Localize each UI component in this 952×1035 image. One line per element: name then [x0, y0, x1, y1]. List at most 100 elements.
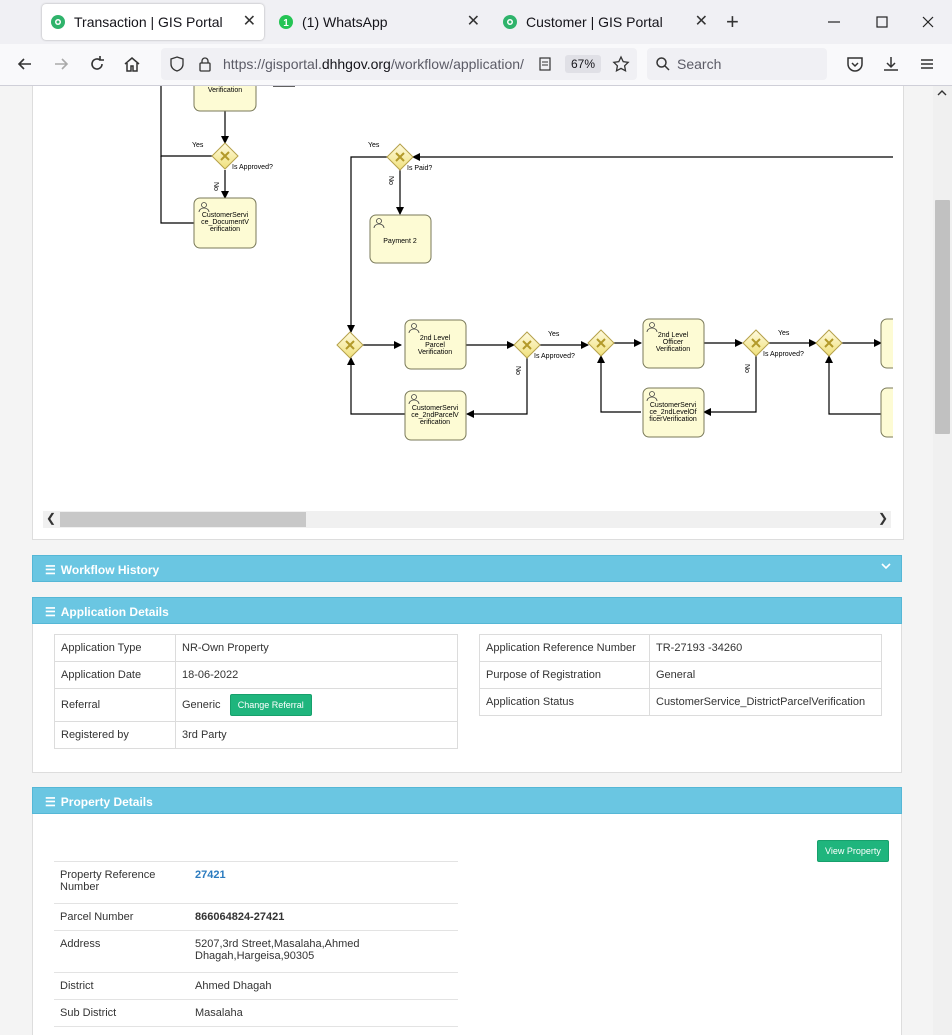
- no-label: No: [514, 366, 521, 375]
- no-label: No: [387, 176, 394, 185]
- tab-transaction[interactable]: Transaction | GIS Portal ✕: [42, 4, 264, 40]
- search-icon: [656, 57, 670, 71]
- menu-icon[interactable]: [917, 54, 937, 74]
- change-referral-button[interactable]: Change Referral: [229, 694, 312, 716]
- shield-icon[interactable]: [169, 56, 185, 72]
- workflow-history-title: Workflow History: [60, 563, 160, 577]
- row-label: Registered by: [54, 721, 176, 749]
- row-value: 5207,3rd Street,Masalaha,Ahmed Dhagah,Ha…: [189, 930, 458, 973]
- row-label: Purpose of Registration: [479, 661, 650, 689]
- row-value: General: [649, 661, 882, 689]
- row-label: Application Type: [54, 634, 176, 662]
- task-cs-2nd-parcel-label-3: erification: [420, 419, 450, 426]
- row-value: Generic: [182, 699, 221, 711]
- new-tab-icon[interactable]: +: [726, 9, 739, 34]
- forward-arrow-icon[interactable]: [51, 54, 71, 74]
- gis-portal-favicon-icon: [51, 15, 65, 29]
- close-window-icon[interactable]: [918, 12, 938, 32]
- view-property-button[interactable]: View Property: [817, 840, 889, 862]
- back-arrow-icon[interactable]: [15, 54, 35, 74]
- row-value: 866064824-27421: [189, 903, 458, 931]
- tab-bar: Transaction | GIS Portal ✕ 1 (1) WhatsAp…: [0, 0, 952, 44]
- row-label: District: [54, 972, 189, 1000]
- scroll-left-icon[interactable]: ❮: [46, 511, 57, 525]
- search-box[interactable]: Search: [647, 48, 827, 80]
- tab-whatsapp[interactable]: 1 (1) WhatsApp ✕: [270, 4, 488, 40]
- reader-view-icon[interactable]: [537, 56, 553, 72]
- maximize-icon[interactable]: [872, 12, 892, 32]
- home-icon[interactable]: [122, 54, 142, 74]
- application-details-title: Application Details: [60, 605, 169, 619]
- zoom-level[interactable]: 67%: [565, 55, 602, 73]
- row-label: Application Reference Number: [479, 634, 650, 662]
- row-label: Application Status: [479, 688, 650, 716]
- lock-icon[interactable]: [197, 56, 213, 72]
- minimize-icon[interactable]: [824, 12, 844, 32]
- search-placeholder: Search: [677, 56, 722, 72]
- yes-label: Yes: [548, 331, 560, 338]
- downloads-icon[interactable]: [881, 54, 901, 74]
- diagram-horizontal-scrollbar[interactable]: ❮ ❯: [43, 511, 891, 528]
- tab-customer[interactable]: Customer | GIS Portal ✕: [494, 4, 716, 40]
- vertical-scroll-thumb[interactable]: [935, 200, 950, 434]
- row-label: Application Date: [54, 661, 176, 689]
- list-icon: ☰: [45, 795, 56, 809]
- task-2nd-level-parcel-label-3: Verification: [418, 349, 452, 356]
- row-label: Referral: [54, 688, 176, 722]
- no-label: No: [743, 364, 750, 373]
- scroll-up-icon[interactable]: [937, 88, 947, 98]
- task-cs-2nd-officer-label-1: CustomerServi: [650, 402, 697, 409]
- pocket-icon[interactable]: [845, 54, 865, 74]
- workflow-history-header[interactable]: ☰Workflow History: [32, 555, 902, 582]
- close-tab-icon[interactable]: ✕: [242, 13, 256, 30]
- close-tab-icon[interactable]: ✕: [694, 13, 708, 30]
- is-approved-label: Is Approved?: [763, 351, 804, 358]
- gis-portal-favicon-icon: [503, 15, 517, 29]
- scroll-right-icon[interactable]: ❯: [877, 511, 888, 525]
- row-value: Masalaha: [189, 999, 458, 1027]
- reload-icon[interactable]: [87, 54, 107, 74]
- is-approved-label: Is Approved?: [534, 353, 575, 360]
- task-cs-2nd-parcel-label-2: ce_2ndParcelV: [411, 412, 459, 419]
- page-content: Verification CustomerServi ce_DocumentV …: [0, 86, 933, 1035]
- row-label: Sub District: [54, 999, 189, 1027]
- row-label: Parcel Number: [54, 903, 189, 931]
- yes-label: Yes: [368, 142, 380, 149]
- is-approved-label: Is Approved?: [232, 164, 273, 171]
- chevron-down-icon[interactable]: [881, 563, 891, 571]
- task-cs-2nd-parcel-label-1: CustomerServi: [412, 405, 459, 412]
- url-text[interactable]: https://gisportal.dhhgov.org/workflow/ap…: [223, 56, 524, 72]
- property-reference-link[interactable]: 27421: [189, 861, 458, 904]
- row-value-cell: Generic Change Referral: [175, 688, 458, 722]
- close-tab-icon[interactable]: ✕: [466, 13, 480, 30]
- workflow-diagram-panel: Verification CustomerServi ce_DocumentV …: [32, 86, 904, 540]
- row-label: Property Reference Number: [54, 861, 189, 904]
- property-details-title: Property Details: [60, 795, 153, 809]
- page-vertical-scrollbar[interactable]: [933, 86, 952, 1035]
- list-icon: ☰: [45, 605, 56, 619]
- row-value: 3rd Party: [175, 721, 458, 749]
- yes-label: Yes: [778, 330, 790, 337]
- application-details-header[interactable]: ☰ Application Details: [32, 597, 902, 624]
- horizontal-scroll-thumb[interactable]: [60, 512, 306, 527]
- yes-label: Yes: [192, 142, 204, 149]
- task-verification-label: Verification: [208, 87, 242, 94]
- tab-label: Customer | GIS Portal: [526, 14, 663, 30]
- address-bar[interactable]: https://gisportal.dhhgov.org/workflow/ap…: [161, 48, 637, 80]
- tab-label: Transaction | GIS Portal: [74, 14, 223, 30]
- no-label: No: [212, 182, 219, 191]
- row-value: Ahmed Dhagah: [189, 972, 458, 1000]
- task-payment2-label: Payment 2: [383, 238, 417, 245]
- bookmark-star-icon[interactable]: [612, 55, 630, 73]
- property-details-header[interactable]: ☰ Property Details: [32, 787, 902, 814]
- whatsapp-icon: 1: [279, 15, 293, 29]
